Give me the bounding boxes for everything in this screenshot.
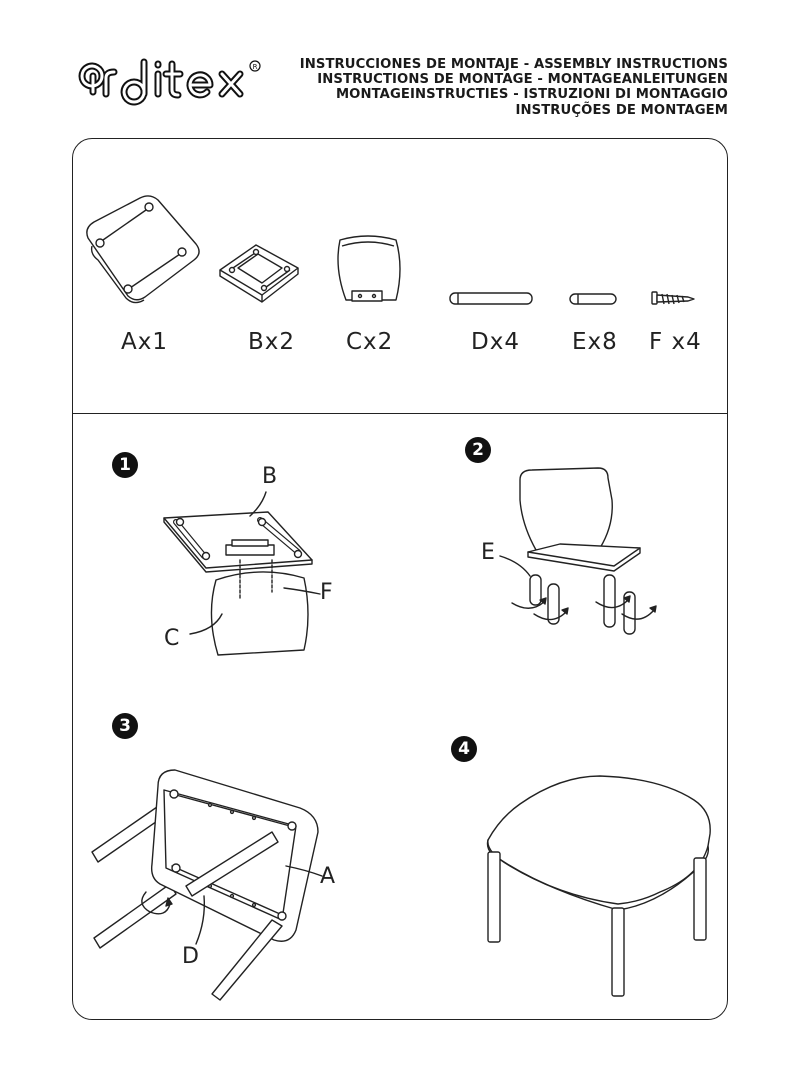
step-1-callout-c: C: [164, 626, 180, 651]
step-1-drawing: [163, 491, 321, 656]
part-label-d: Dx4: [471, 329, 520, 355]
part-label-f: F x4: [649, 329, 702, 355]
header-line-1: INSTRUCCIONES DE MONTAJE - ASSEMBLY INST…: [299, 57, 728, 72]
part-c-backrest-drawing: [337, 235, 401, 302]
step-1-callout-f: F: [320, 580, 333, 605]
part-e-dowel-drawing: [569, 293, 617, 305]
step-3-number: 3: [112, 713, 138, 739]
header-title: INSTRUCCIONES DE MONTAJE - ASSEMBLY INST…: [300, 57, 728, 118]
part-b-bracket-drawing: [219, 244, 299, 303]
step-2-number: 2: [465, 437, 491, 463]
step-1-callout-b: B: [262, 464, 278, 489]
arditex-logo: R: [78, 58, 261, 106]
step-2-drawing: [499, 467, 657, 635]
step-3-drawing: [91, 769, 323, 1001]
part-label-e: Ex8: [572, 329, 618, 355]
part-f-screw-drawing: [651, 291, 695, 305]
part-label-b: Bx2: [248, 329, 296, 355]
step-1-number: 1: [112, 452, 138, 478]
step-3-callout-a: A: [320, 864, 336, 889]
part-label-c: Cx2: [346, 329, 394, 355]
instructions-frame: [72, 138, 728, 1020]
svg-text:R: R: [253, 63, 258, 71]
part-label-a: Ax1: [121, 329, 168, 355]
header-line-4: INSTRUÇÕES DE MONTAGEM: [515, 102, 728, 118]
step-4-drawing: [486, 775, 711, 997]
header-line-3: MONTAGEINSTRUCTIES - ISTRUZIONI DI MONTA…: [335, 87, 728, 103]
header-line-2: INSTRUCTIONS DE MONTAGE - MONTAGEANLEITU…: [317, 72, 728, 88]
step-4-number: 4: [451, 736, 477, 762]
part-a-seat-drawing: [86, 195, 200, 304]
section-divider: [72, 413, 728, 414]
step-2-callout-e: E: [481, 540, 495, 565]
step-3-callout-d: D: [182, 944, 199, 969]
part-d-dowel-drawing: [449, 292, 533, 305]
